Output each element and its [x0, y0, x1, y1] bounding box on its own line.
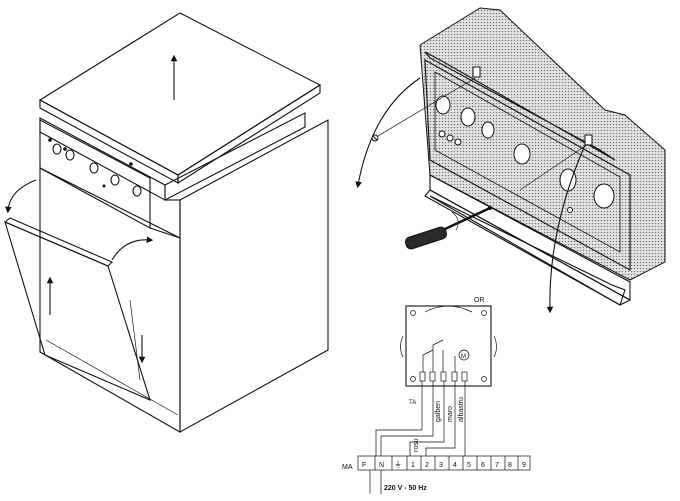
door-swing-arc-left [5, 179, 37, 214]
motor-symbol: M [461, 354, 466, 360]
removal-arc-left [355, 77, 421, 189]
or-label: OR [474, 297, 485, 304]
terminal-6: 6 [481, 462, 485, 469]
terminal-4: 4 [453, 462, 457, 469]
terminal-7: 7 [495, 462, 499, 469]
wire-label-red: rosu [413, 438, 420, 452]
terminal-8: 8 [508, 462, 512, 469]
terminal-5: 5 [467, 462, 471, 469]
terminal-neutral: N [379, 462, 384, 469]
terminal-1: 1 [411, 462, 415, 469]
programmer-terminals [419, 371, 468, 382]
wire-label-brown: maro [447, 406, 454, 422]
control-panel [39, 119, 151, 229]
knob-holes [435, 95, 615, 213]
appliance-illustration [3, 12, 329, 433]
screwdriver-icon [404, 206, 492, 250]
oven-door [3, 217, 151, 401]
control-panel-removal [355, 7, 666, 314]
supply-label: 220 V - 50 Hz [384, 485, 427, 492]
top-panel [38, 12, 322, 184]
wire-label-blue: albastru [458, 397, 465, 422]
removal-arc-right [546, 144, 586, 314]
terminal-9: 9 [522, 462, 526, 469]
ma-label: MA [342, 464, 353, 471]
programmer-box [405, 305, 492, 387]
control-knobs [48, 138, 142, 197]
wires [375, 381, 466, 456]
terminal-phase: F [362, 462, 366, 469]
terminal-block [357, 455, 531, 471]
terminal-2: 2 [425, 462, 429, 469]
wire-label-yellow: galben [435, 401, 442, 422]
wiring-diagram: OR M TA galben maro albastru rosu MA [342, 297, 531, 494]
door-swing-arc [111, 236, 154, 261]
earth-icon: ⏚ [394, 460, 402, 469]
terminal-3: 3 [439, 462, 443, 469]
ta-label: TA [409, 400, 416, 406]
screw-icon [371, 134, 379, 142]
cabinet-body [39, 112, 329, 433]
